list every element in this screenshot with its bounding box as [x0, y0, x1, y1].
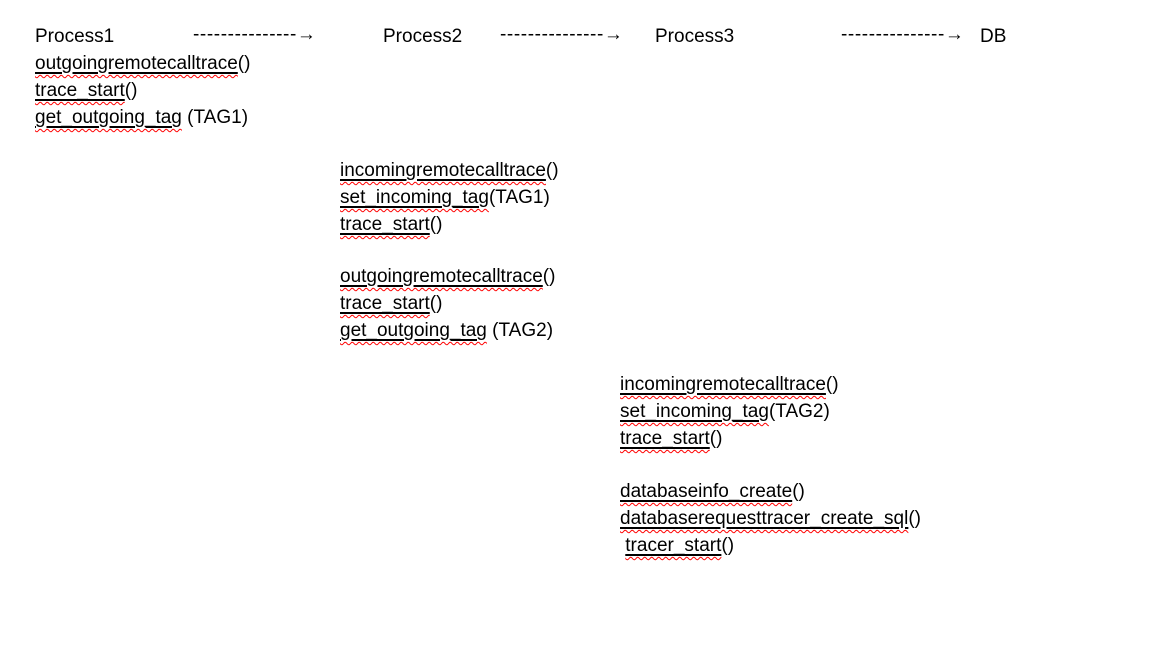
function-name-spellcheck: trace_start: [340, 293, 430, 314]
function-name-spellcheck: databaseinfo_create: [620, 481, 792, 502]
function-name-spellcheck: trace_start: [35, 80, 125, 101]
function-name-spellcheck: tracer_start: [625, 535, 721, 556]
function-name: get_outgoing_tag: [35, 107, 182, 128]
call-block-process2-outgoing: outgoingremotecalltrace() trace_start() …: [340, 263, 555, 344]
call-suffix: (TAG1): [181, 107, 249, 128]
call-suffix: (TAG2): [768, 401, 830, 422]
lane-title-process3: Process3: [655, 26, 735, 47]
function-name-spellcheck: outgoingremotecalltrace: [35, 53, 238, 74]
arrow-head-icon: →: [603, 24, 623, 45]
call-block-process2-incoming: incomingremotecalltrace() set_incoming_t…: [340, 157, 559, 238]
function-name: trace_start: [620, 428, 710, 449]
call-suffix: (TAG1): [488, 187, 550, 208]
call-suffix: (): [429, 293, 443, 314]
function-name: databaseinfo_create: [620, 481, 793, 502]
function-name: trace_start: [340, 293, 430, 314]
call-suffix: (): [545, 160, 559, 181]
arrow-dashes: ---------------: [193, 24, 297, 45]
call-suffix: (): [429, 214, 443, 235]
call-suffix: (): [709, 428, 723, 449]
call-line: outgoingremotecalltrace(): [340, 263, 555, 290]
call-line: set_incoming_tag(TAG2): [620, 398, 839, 425]
call-block-process3-database: databaseinfo_create() databaserequesttra…: [620, 478, 921, 559]
call-line: trace_start(): [340, 211, 559, 238]
call-suffix: (): [825, 374, 839, 395]
arrow-dashes: ---------------: [500, 24, 604, 45]
arrow-process1-to-process2: ---------------→: [193, 24, 316, 46]
arrow-process2-to-process3: ---------------→: [500, 24, 623, 46]
call-suffix: (): [542, 266, 556, 287]
function-name-spellcheck: set_incoming_tag: [620, 401, 769, 422]
call-line: trace_start(): [340, 290, 555, 317]
function-name-spellcheck: get_outgoing_tag: [35, 107, 182, 128]
function-name: outgoingremotecalltrace: [35, 53, 238, 74]
function-name: incomingremotecalltrace: [340, 160, 546, 181]
function-name: set_incoming_tag: [340, 187, 489, 208]
function-name: get_outgoing_tag: [340, 320, 487, 341]
call-block-process1: outgoingremotecalltrace() trace_start() …: [35, 50, 250, 131]
call-line: databaseinfo_create(): [620, 478, 921, 505]
function-name-spellcheck: set_incoming_tag: [340, 187, 489, 208]
arrow-dashes: ---------------: [841, 24, 945, 45]
call-line: get_outgoing_tag (TAG2): [340, 317, 555, 344]
function-name-spellcheck: incomingremotecalltrace: [620, 374, 826, 395]
call-suffix: (): [124, 80, 138, 101]
call-suffix: (): [908, 508, 922, 529]
call-suffix: (): [237, 53, 251, 74]
function-name-spellcheck: incomingremotecalltrace: [340, 160, 546, 181]
function-name: trace_start: [35, 80, 125, 101]
function-name-spellcheck: trace_start: [620, 428, 710, 449]
call-line: trace_start(): [620, 425, 839, 452]
function-name-spellcheck: get_outgoing_tag: [340, 320, 487, 341]
function-name: outgoingremotecalltrace: [340, 266, 543, 287]
function-name: trace_start: [340, 214, 430, 235]
lane-title-process1: Process1: [35, 26, 115, 47]
call-line: outgoingremotecalltrace(): [35, 50, 250, 77]
call-line: get_outgoing_tag (TAG1): [35, 104, 250, 131]
call-line: incomingremotecalltrace(): [340, 157, 559, 184]
call-suffix: (TAG2): [486, 320, 554, 341]
function-name: incomingremotecalltrace: [620, 374, 826, 395]
function-name-spellcheck: databaserequesttracer_create_sql: [620, 508, 908, 529]
function-name: tracer_start: [625, 535, 722, 556]
call-suffix: (): [792, 481, 805, 502]
call-line: incomingremotecalltrace(): [620, 371, 839, 398]
call-suffix: (): [721, 535, 735, 556]
function-name: set_incoming_tag: [620, 401, 769, 422]
lane-title-db: DB: [980, 26, 1007, 47]
function-name: databaserequesttracer_create_sql: [620, 508, 909, 529]
call-line: databaserequesttracer_create_sql(): [620, 505, 921, 532]
function-name-spellcheck: outgoingremotecalltrace: [340, 266, 543, 287]
call-line: set_incoming_tag(TAG1): [340, 184, 559, 211]
lane-title-process2: Process2: [383, 26, 463, 47]
arrow-head-icon: →: [944, 24, 964, 45]
arrow-head-icon: →: [296, 24, 316, 45]
function-name-spellcheck: trace_start: [340, 214, 430, 235]
call-line: tracer_start(): [620, 532, 921, 559]
arrow-process3-to-db: ---------------→: [841, 24, 964, 46]
call-block-process3-incoming: incomingremotecalltrace() set_incoming_t…: [620, 371, 839, 452]
call-line: trace_start(): [35, 77, 250, 104]
